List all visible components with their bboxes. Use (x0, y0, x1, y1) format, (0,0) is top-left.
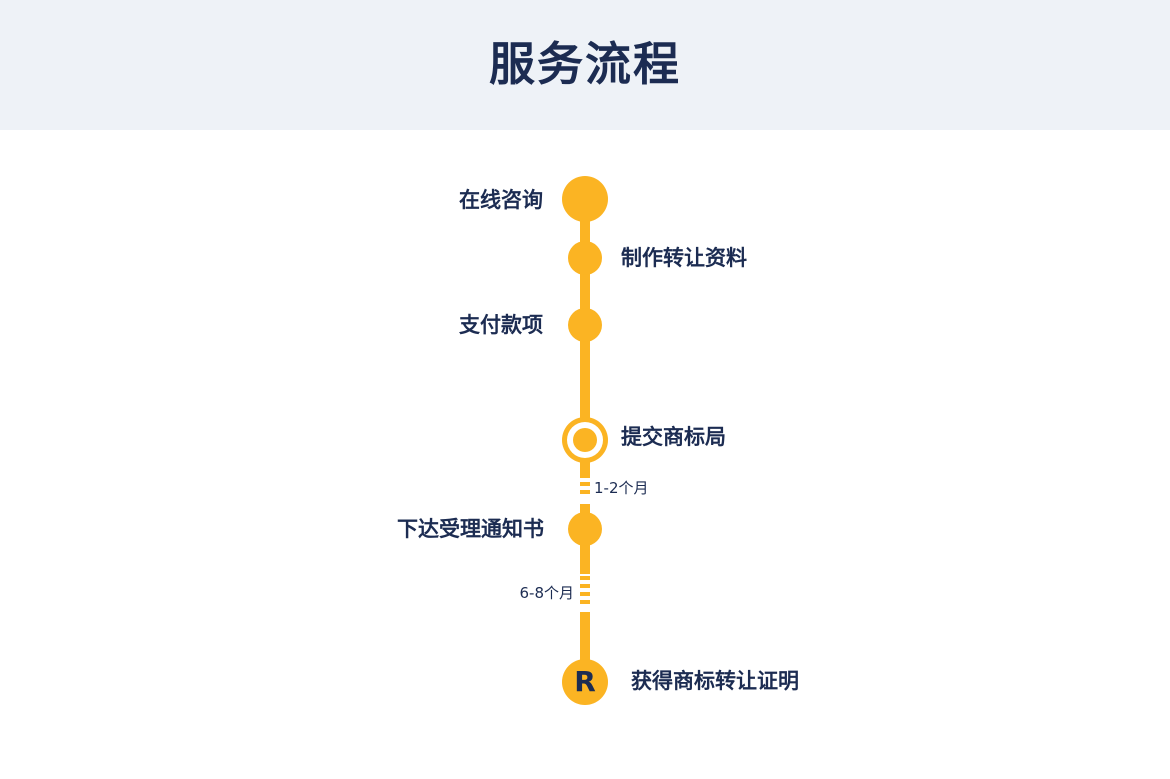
step-node-payment (568, 308, 602, 342)
step-label-submit: 提交商标局 (621, 425, 726, 449)
step-label-prepare-docs: 制作转让资料 (621, 246, 747, 270)
registered-r-icon: R (574, 665, 596, 698)
page-title: 服务流程 (489, 37, 681, 91)
timeline-dash (580, 474, 590, 478)
timeline-dash (580, 600, 590, 604)
timeline-dash (580, 592, 590, 596)
timeline-dash (580, 584, 590, 588)
step-node-submit (562, 417, 608, 463)
step-node-prepare-docs (568, 241, 602, 275)
timeline-dash (580, 576, 590, 580)
header-banner: 服务流程 (0, 0, 1170, 130)
timeline-dash (580, 490, 590, 494)
step-node-certificate: R (562, 659, 608, 705)
timeline-dash (580, 482, 590, 486)
duration-label-1: 1-2个月 (594, 479, 649, 497)
step-label-certificate: 获得商标转让证明 (631, 669, 799, 693)
ring-core (573, 428, 597, 452)
step-node-acceptance (568, 512, 602, 546)
step-label-acceptance: 下达受理通知书 (397, 517, 544, 541)
step-label-payment: 支付款项 (459, 313, 543, 337)
step-label-consult: 在线咨询 (459, 188, 543, 212)
duration-label-2: 6-8个月 (519, 584, 575, 602)
step-node-consult (562, 176, 608, 222)
timeline-gap (577, 474, 593, 504)
